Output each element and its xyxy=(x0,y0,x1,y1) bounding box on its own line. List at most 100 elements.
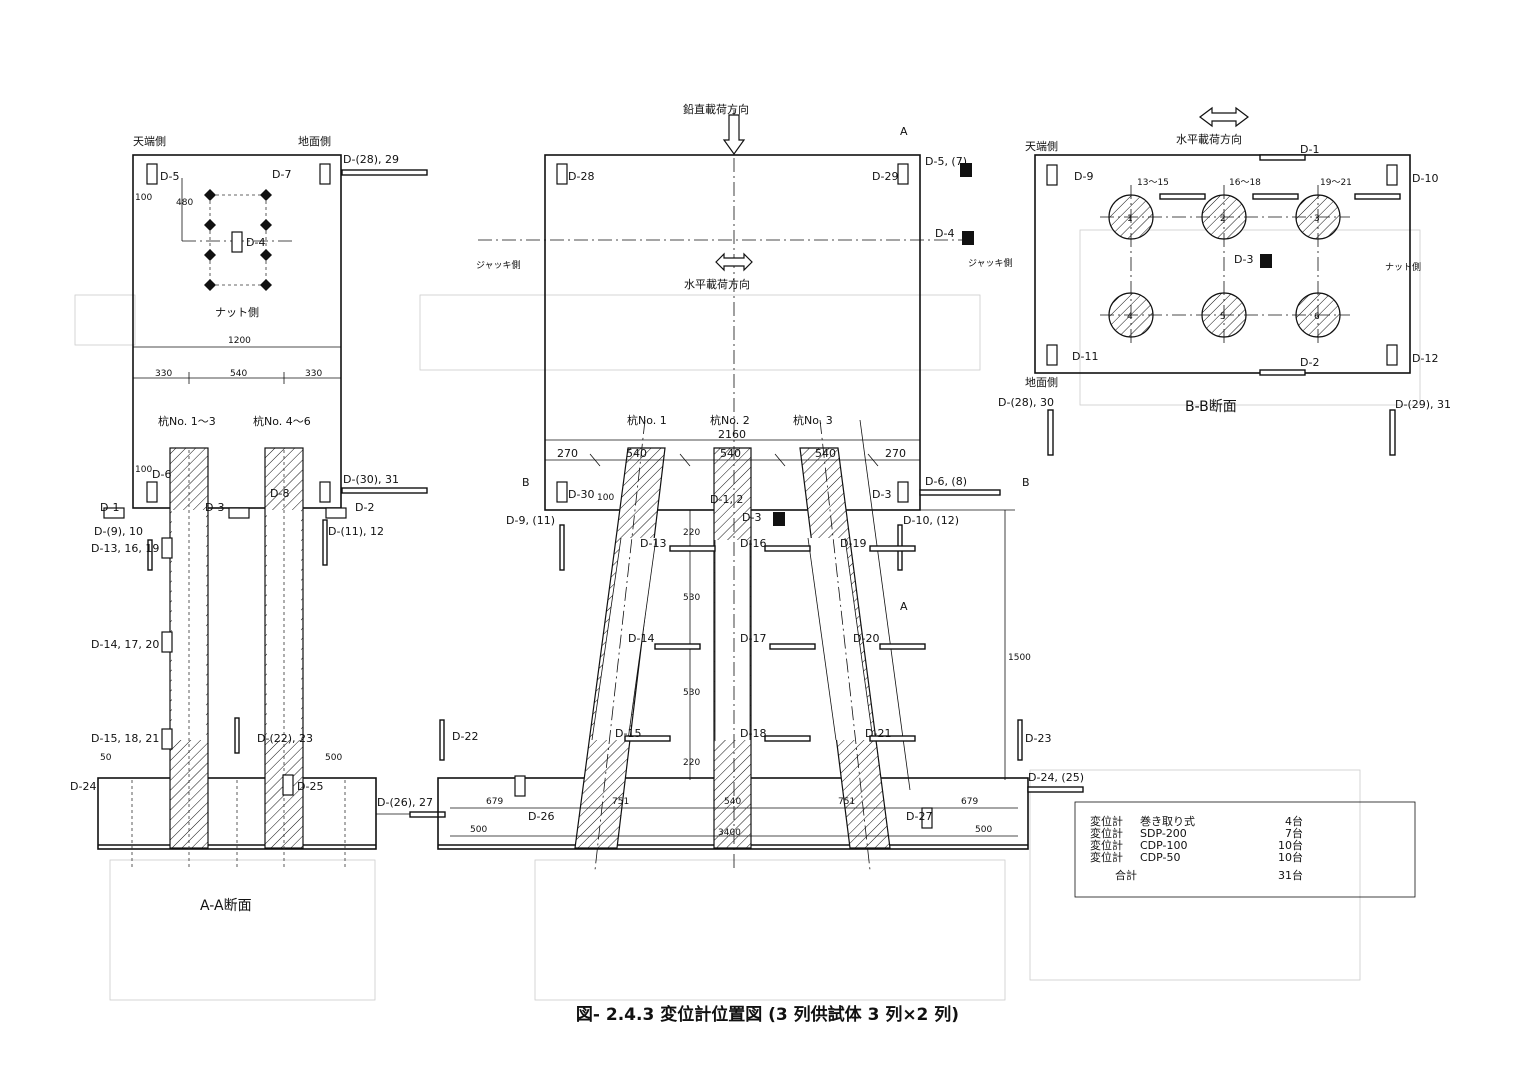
legend-name: 変位計 xyxy=(1090,850,1123,864)
aa-pile-label-right: 杭No. 4～6 xyxy=(253,414,311,428)
section-mark: B xyxy=(1022,476,1030,489)
front-gauge-label: D-16 xyxy=(740,537,766,550)
aa-gauge-label: D-14, 17, 20 xyxy=(91,638,159,651)
aa-section-title: A-A断面 xyxy=(200,898,252,914)
bb-bottom-left-label: 地面側 xyxy=(1025,376,1058,389)
legend-name: 変位計 xyxy=(1090,814,1123,828)
aa-dim-right: 330 xyxy=(305,369,322,379)
aa-gauge-label: D-24 xyxy=(70,780,96,793)
front-dim: 530 xyxy=(683,688,700,698)
aa-pile-label-left: 杭No. 1～3 xyxy=(158,414,216,428)
front-dim: 679 xyxy=(486,797,503,807)
legend-type: CDP-100 xyxy=(1140,839,1188,852)
front-dim: 270 xyxy=(885,447,906,460)
front-gauge-label: D-20 xyxy=(853,632,879,645)
bb-pile-number: 6 xyxy=(1314,312,1320,322)
front-gauge-label: D-15 xyxy=(615,727,641,740)
front-gauge-label: D-13 xyxy=(640,537,666,550)
front-gauge-label: D-30 xyxy=(568,488,594,501)
bb-section-title: B-B断面 xyxy=(1185,399,1237,415)
bolt-pattern xyxy=(182,189,292,291)
front-dim: 540 xyxy=(720,447,741,460)
horizontal-load-label: 水平載荷方向 xyxy=(684,277,750,291)
section-mark: A xyxy=(900,600,908,613)
aa-pile-cap xyxy=(132,154,342,509)
front-gauge-label: D-27 xyxy=(906,810,932,823)
aa-dim-100a: 100 xyxy=(135,193,152,203)
aa-gauge-label: D-3 xyxy=(205,501,224,514)
bb-pile-number: 3 xyxy=(1314,214,1320,224)
bb-group-label: 16～18 xyxy=(1229,178,1261,188)
legend-count: 10台 xyxy=(1278,850,1303,864)
aa-dim-100b: 100 xyxy=(135,465,152,475)
aa-gauge-label: D-4 xyxy=(246,236,265,249)
aa-gauge-label: D-13, 16, 19 xyxy=(91,542,159,555)
front-dim: 220 xyxy=(683,528,700,538)
bb-horizontal-load-label: 水平載荷方向 xyxy=(1176,132,1242,146)
legend-count: 4台 xyxy=(1285,814,1303,828)
legend-type: CDP-50 xyxy=(1140,851,1181,864)
aa-gauge-label: D-(30), 31 xyxy=(343,473,399,486)
front-dim: 530 xyxy=(683,593,700,603)
front-gauge-label: D-6, (8) xyxy=(925,475,967,488)
pile-2-label: 杭No. 2 xyxy=(710,413,750,427)
bb-gauge-label: D-1 xyxy=(1300,143,1319,156)
aa-gauge-label: D-(26), 27 xyxy=(377,796,433,809)
legend-count: 7台 xyxy=(1285,826,1303,840)
front-dim: 540 xyxy=(626,447,647,460)
aa-dim-480: 480 xyxy=(176,198,193,208)
front-gauge-label: D-18 xyxy=(740,727,766,740)
front-gauge-label: D-22 xyxy=(452,730,478,743)
aa-gauge-label: D-(28), 29 xyxy=(343,153,399,166)
front-gauge-label: D-21 xyxy=(865,727,891,740)
front-dim: 751 xyxy=(612,797,629,807)
front-gauge-label: D-1, 2 xyxy=(710,493,743,506)
front-dim: 220 xyxy=(683,758,700,768)
bb-gauge-label: D-11 xyxy=(1072,350,1098,363)
bb-pile-number: 2 xyxy=(1220,214,1226,224)
bb-nut-side-label: ナット側 xyxy=(1385,261,1421,273)
front-dim: 540 xyxy=(815,447,836,460)
section-mark: A xyxy=(900,125,908,138)
aa-dim-left: 330 xyxy=(155,369,172,379)
front-dim: 751 xyxy=(838,797,855,807)
front-dim-total: 2160 xyxy=(718,428,746,441)
front-gauge-label: D-14 xyxy=(628,632,654,645)
bb-gauge-label: D-(28), 30 xyxy=(998,396,1054,409)
bb-gauge-label: D-10 xyxy=(1412,172,1438,185)
front-gauge-label: D-24, (25) xyxy=(1028,771,1084,784)
pile-3-label: 杭No. 3 xyxy=(793,413,833,427)
legend-type: 巻き取り式 xyxy=(1140,815,1195,828)
aa-dim-500: 500 xyxy=(325,753,342,763)
bb-pile-number: 5 xyxy=(1220,312,1226,322)
front-gauge-label: D-26 xyxy=(528,810,554,823)
bb-gauge-label: D-2 xyxy=(1300,356,1319,369)
aa-gauge-label: D-1 xyxy=(100,501,119,514)
bb-group-label: 13～15 xyxy=(1137,178,1169,188)
aa-section: 天端側 地面側 ナット側 1200 330 540 330 100 100 48… xyxy=(70,135,446,914)
aa-gauge-label: D-15, 18, 21 xyxy=(91,732,159,745)
front-dim: 540 xyxy=(724,797,741,807)
front-gauge-label: D-3 xyxy=(872,488,891,501)
pile-1-label: 杭No. 1 xyxy=(627,413,667,427)
bb-gauge-label: D-12 xyxy=(1412,352,1438,365)
front-gauge-label: D-3 xyxy=(742,511,761,524)
aa-gauge-label: D-(11), 12 xyxy=(328,525,384,538)
aa-gauge-label: D-(22), 23 xyxy=(257,732,313,745)
aa-gauge-label: D-6 xyxy=(152,468,171,481)
front-dim: 500 xyxy=(470,825,487,835)
front-section: 鉛直載荷方向 水平載荷方向 ジャッキ側 ジャッキ側 杭No. 1 杭No. 2 … xyxy=(437,102,1084,871)
front-dim: 500 xyxy=(975,825,992,835)
front-dim: 270 xyxy=(557,447,578,460)
aa-nut-side-label: ナット側 xyxy=(215,306,259,319)
front-gauge-label: D-5, (7) xyxy=(925,155,967,168)
front-gauge-label: D-9, (11) xyxy=(506,514,555,527)
aa-top-right-label: 地面側 xyxy=(298,135,331,148)
bb-plan xyxy=(1034,154,1411,374)
aa-gauge-label: D-8 xyxy=(270,487,289,500)
front-gauge-label: D-19 xyxy=(840,537,866,550)
legend-name: 変位計 xyxy=(1090,826,1123,840)
front-dim: 1500 xyxy=(1008,653,1031,663)
front-gauge-label: D-17 xyxy=(740,632,766,645)
